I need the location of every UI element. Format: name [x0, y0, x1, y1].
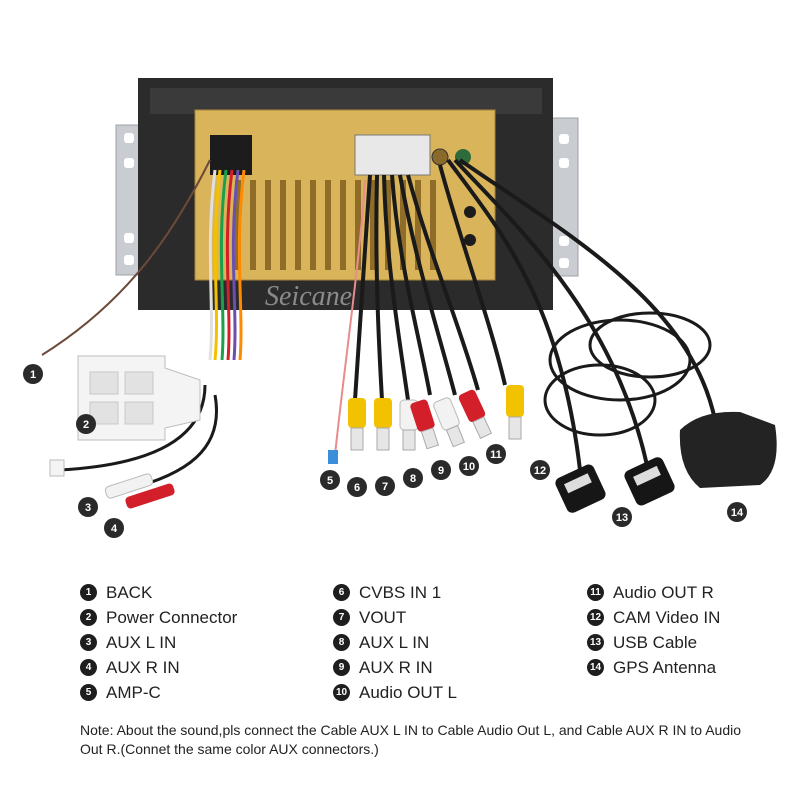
legend-label: AUX R IN [359, 657, 433, 677]
legend-number: 1 [80, 584, 97, 601]
legend-item: 8 AUX L IN [333, 630, 457, 655]
legend-item: 14 GPS Antenna [587, 655, 720, 680]
legend-label: Audio OUT R [613, 582, 714, 602]
svg-text:10: 10 [463, 461, 475, 473]
legend-number: 5 [80, 684, 97, 701]
legend-label: GPS Antenna [613, 657, 717, 677]
legend-label: AUX L IN [106, 632, 177, 652]
svg-text:9: 9 [438, 465, 444, 477]
legend-item: 13 USB Cable [587, 630, 720, 655]
legend-label: VOUT [359, 607, 407, 627]
aux-input-plugs [104, 473, 175, 509]
legend-number: 8 [333, 634, 350, 651]
legend-number: 3 [80, 634, 97, 651]
legend-item: 5 AMP-C [80, 680, 237, 705]
watermark: Seicane [265, 281, 352, 312]
legend-label: CVBS IN 1 [359, 582, 442, 602]
legend-item: 2 Power Connector [80, 605, 237, 630]
legend-label: USB Cable [613, 632, 698, 652]
product-photo: Seicane [23, 78, 777, 538]
legend-number: 7 [333, 609, 350, 626]
legend-number: 4 [80, 659, 97, 676]
photo-callouts: 1 2 3 4 5 6 7 8 9 10 11 12 13 14 [23, 364, 747, 538]
usb-cables [543, 311, 712, 513]
svg-text:7: 7 [382, 481, 388, 493]
legend-item: 12 CAM Video IN [587, 605, 720, 630]
legend-number: 6 [333, 584, 350, 601]
legend-column-1: 1 BACK 2 Power Connector 3 AUX L IN 4 AUX R … [80, 580, 237, 705]
legend-label: AUX R IN [106, 657, 180, 677]
legend-number: 12 [587, 609, 604, 626]
legend-item: 10 Audio OUT L [333, 680, 457, 705]
svg-text:4: 4 [111, 523, 118, 535]
legend-item: 11 Audio OUT R [587, 580, 720, 605]
legend-number: 10 [333, 684, 350, 701]
legend-label: BACK [106, 582, 153, 602]
legend-label: Audio OUT L [359, 682, 457, 702]
svg-text:13: 13 [616, 512, 628, 524]
power-connector [77, 355, 201, 441]
rca-connectors [348, 385, 524, 451]
legend-label: AMP-C [106, 682, 161, 702]
svg-text:6: 6 [354, 482, 360, 494]
legend-label: AUX L IN [359, 632, 430, 652]
legend-item: 3 AUX L IN [80, 630, 237, 655]
gps-antenna [679, 411, 777, 488]
unit-chassis [194, 109, 496, 281]
legend-number: 14 [587, 659, 604, 676]
svg-text:12: 12 [534, 465, 546, 477]
legend-number: 13 [587, 634, 604, 651]
svg-text:2: 2 [83, 419, 89, 431]
legend-number: 9 [333, 659, 350, 676]
legend-item: 4 AUX R IN [80, 655, 237, 680]
svg-text:1: 1 [30, 369, 36, 381]
legend-label: Power Connector [106, 607, 238, 627]
rca-cable-bundle [353, 158, 717, 481]
legend-item: 7 VOUT [333, 605, 457, 630]
legend-number: 11 [587, 584, 604, 601]
svg-text:3: 3 [85, 502, 91, 514]
legend-column-2: 6 CVBS IN 1 7 VOUT 8 AUX L IN 9 AUX R IN 10 A… [333, 580, 457, 705]
svg-text:8: 8 [410, 473, 416, 485]
legend-label: CAM Video IN [613, 607, 721, 627]
svg-text:11: 11 [490, 449, 502, 461]
legend-item: 9 AUX R IN [333, 655, 457, 680]
legend-number: 2 [80, 609, 97, 626]
sound-connection-note: Note: About the sound,pls connect the Ca… [80, 722, 742, 757]
legend-column-3: 11 Audio OUT R 12 CAM Video IN 13 USB Cable… [587, 580, 720, 680]
legend-item: 6 CVBS IN 1 [333, 580, 457, 605]
svg-text:14: 14 [731, 507, 744, 519]
svg-text:5: 5 [327, 475, 333, 487]
legend-item: 1 BACK [80, 580, 237, 605]
